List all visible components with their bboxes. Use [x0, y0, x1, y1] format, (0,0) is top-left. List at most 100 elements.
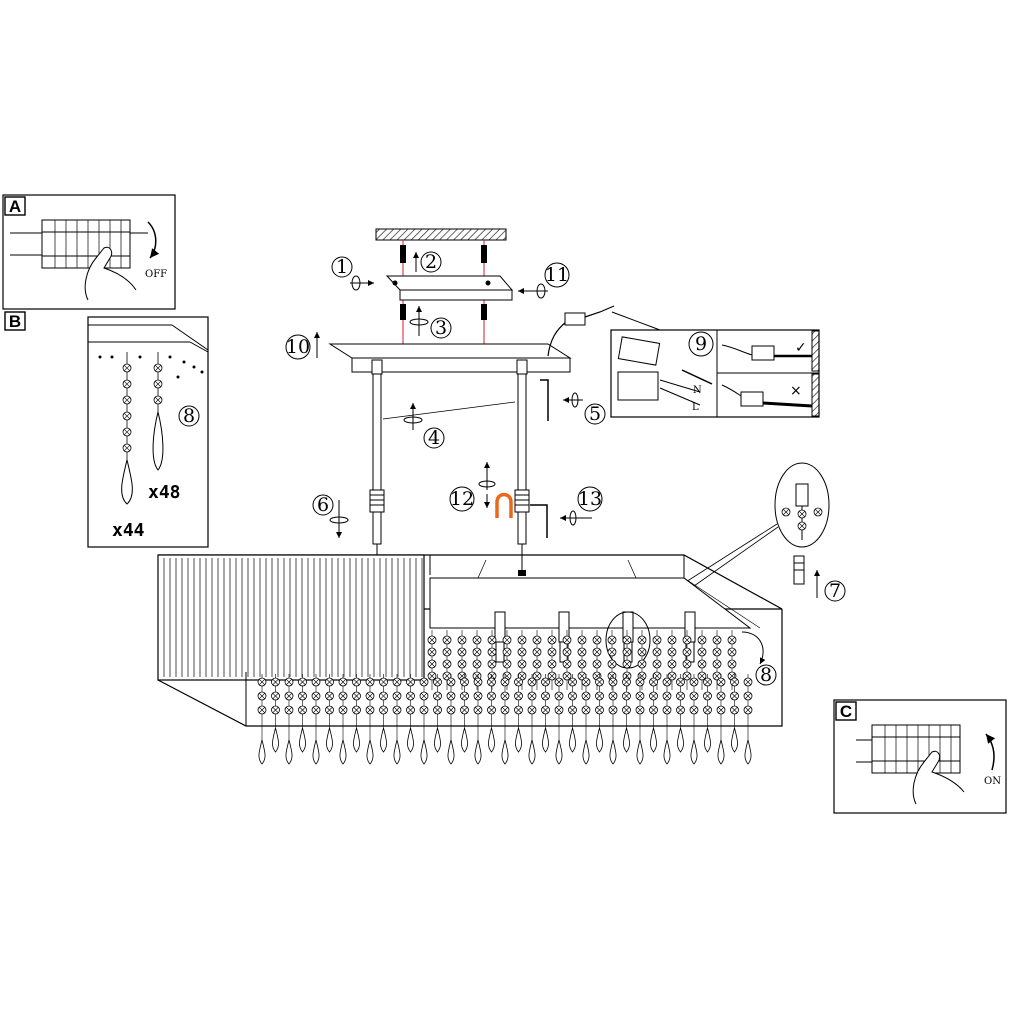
crystal-drop: [312, 739, 320, 765]
crystal-bead: [532, 635, 542, 645]
crystal-bead: [541, 677, 550, 687]
crystal-bead: [271, 677, 280, 687]
crystal-bead: [541, 691, 550, 701]
svg-text:N: N: [693, 385, 702, 396]
crystal-drop: [366, 739, 374, 765]
crystal-bead: [473, 691, 483, 701]
panel-c-tag: C: [840, 702, 852, 721]
svg-text:5: 5: [589, 403, 601, 425]
rotate-down-arrow-icon: [147, 221, 160, 259]
crystal-bead: [716, 705, 726, 715]
crystal-bead: [712, 635, 722, 645]
crystal-bead: [712, 647, 722, 657]
crystal-bead: [472, 659, 482, 669]
crystal-bead: [392, 691, 402, 701]
hand-icon: [912, 750, 965, 805]
bulb-detail-bubble: [644, 462, 830, 613]
crystal-bead: [682, 671, 692, 681]
long-crystal-strand-icon: [121, 352, 133, 505]
svg-text:8: 8: [760, 664, 772, 686]
crystal-bead: [442, 635, 452, 645]
suspension-rods: [369, 359, 530, 576]
crystal-bead: [502, 635, 512, 645]
crystal-bead: [676, 691, 685, 701]
crystal-bead: [419, 677, 429, 687]
crystal-drop: [393, 739, 401, 765]
screwdriver-icon: [681, 369, 713, 385]
crystal-bead: [622, 659, 632, 669]
crystal-bead: [311, 691, 321, 701]
crystal-bead: [689, 705, 699, 715]
crystal-row-front: [257, 674, 753, 765]
crystal-bead: [352, 691, 361, 701]
crystal-bead: [365, 705, 375, 715]
step-8-marker: 8: [741, 631, 777, 686]
crystal-bead: [352, 677, 361, 687]
short-crystal-strand-icon: [152, 352, 164, 471]
panel-c-breaker-on: C ON: [833, 699, 1007, 814]
crystal-drop: [353, 727, 360, 753]
crystal-bead: [712, 659, 722, 669]
svg-text:7: 7: [829, 580, 841, 602]
crystal-bead: [298, 677, 307, 687]
svg-text:6: 6: [317, 494, 329, 516]
crystal-bead: [257, 691, 267, 701]
crystal-bead: [406, 677, 415, 687]
crystal-bead: [487, 635, 497, 645]
crystal-drop: [420, 739, 428, 765]
crystal-bead: [637, 659, 647, 669]
crystal-bead: [697, 647, 707, 657]
crystal-drop: [555, 739, 563, 765]
crystal-bead: [284, 705, 294, 715]
crystal-bead: [554, 705, 564, 715]
crystal-bead: [541, 705, 550, 715]
crystal-bead: [433, 691, 442, 701]
crystal-drop: [407, 727, 414, 753]
svg-text:3: 3: [435, 317, 447, 339]
crystal-bead: [727, 659, 737, 669]
crystal-bead: [257, 677, 267, 687]
crystal-bead: [562, 635, 572, 645]
crystal-bead: [406, 691, 415, 701]
crystal-drop: [326, 727, 333, 753]
crystal-bead: [682, 659, 692, 669]
panel-a-off-label: OFF: [145, 269, 167, 280]
crystal-bead: [608, 691, 618, 701]
crystal-bead: [271, 691, 280, 701]
crystal-bead: [562, 659, 572, 669]
crystal-bead: [592, 647, 602, 657]
crystal-bead: [446, 705, 456, 715]
crystal-bead: [547, 635, 557, 645]
crystal-drop: [690, 739, 698, 765]
crystal-drop: [569, 727, 576, 753]
crystal-bead: [689, 677, 699, 687]
crystal-bead: [676, 705, 685, 715]
crystal-bead: [473, 677, 483, 687]
crystal-bead: [577, 659, 587, 669]
crystal-bead: [472, 647, 482, 657]
crystal-bead: [652, 647, 662, 657]
crystal-bead: [502, 647, 512, 657]
crystal-drop: [488, 727, 495, 753]
crystal-bead: [703, 677, 712, 687]
crystal-bead: [568, 705, 577, 715]
crystal-bead: [433, 677, 442, 687]
crystal-bead: [682, 647, 692, 657]
crystal-bead: [446, 677, 456, 687]
crystal-bead: [325, 677, 334, 687]
crystal-bead: [502, 659, 512, 669]
step-4-marker: 4: [382, 401, 516, 449]
long-strand-count: x44: [112, 520, 145, 541]
crystal-bead: [581, 691, 591, 701]
crystal-bead: [554, 677, 564, 687]
crystal-bead: [703, 705, 712, 715]
crystal-bead: [460, 705, 469, 715]
crystal-bead: [427, 647, 437, 657]
crystal-bead: [487, 677, 496, 687]
crystal-drop: [542, 727, 549, 753]
crystal-bead: [527, 705, 537, 715]
crystal-bead: [716, 677, 726, 687]
crystal-bead: [271, 705, 280, 715]
crystal-drop: [299, 727, 306, 753]
crystal-bead: [472, 635, 482, 645]
